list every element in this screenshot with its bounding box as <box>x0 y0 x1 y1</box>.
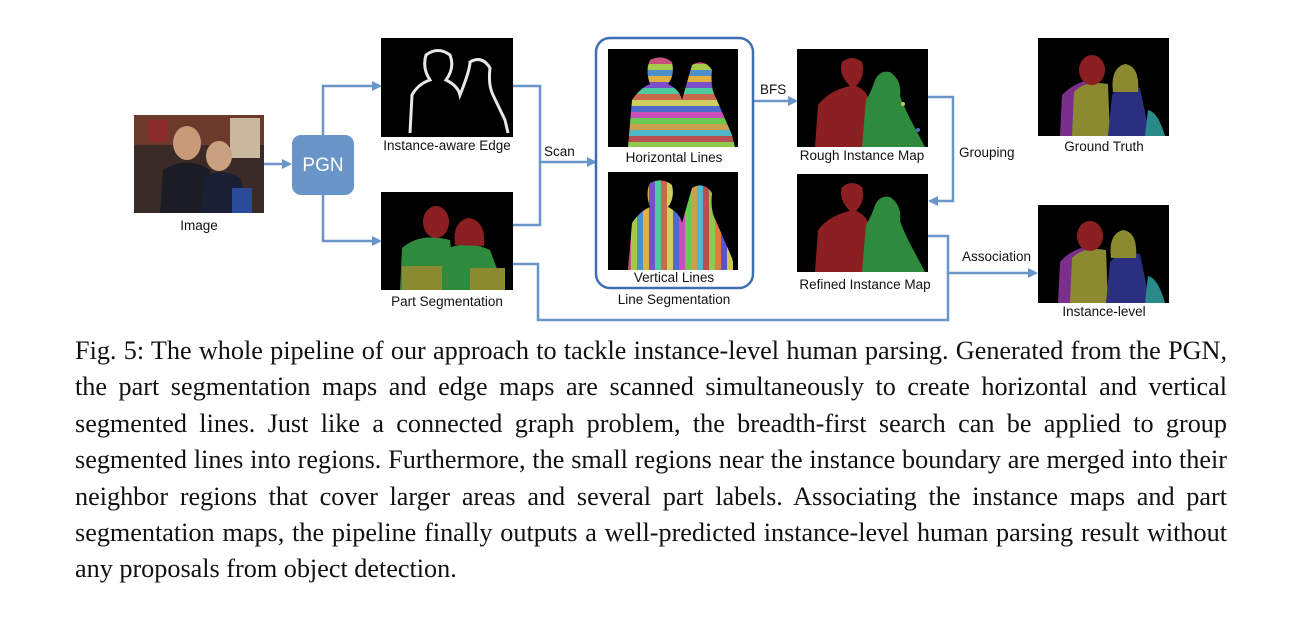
pgn-node: PGN <box>292 135 354 195</box>
grouping-label: Grouping <box>959 145 1015 160</box>
instance-level-map <box>1038 205 1169 303</box>
figure-caption: Fig. 5: The whole pipeline of our approa… <box>75 333 1227 588</box>
line-seg-label: Line Segmentation <box>618 292 731 307</box>
vertical-lines-map <box>608 172 738 270</box>
caption-label: Fig. 5: <box>75 336 145 365</box>
image-label: Image <box>180 218 218 233</box>
input-image <box>134 115 264 213</box>
part-seg-label: Part Segmentation <box>391 294 503 309</box>
instance-edge-label: Instance-aware Edge <box>383 138 511 153</box>
ground-truth-label: Ground Truth <box>1064 139 1144 154</box>
horizontal-lines-label: Horizontal Lines <box>626 150 723 165</box>
refined-label: Refined Instance Map <box>799 277 930 292</box>
pipeline-arrows <box>264 81 1038 322</box>
association-label: Association <box>962 249 1031 264</box>
line-segmentation-box <box>594 36 755 290</box>
part-segmentation-map <box>381 192 513 290</box>
ground-truth-map <box>1038 38 1169 136</box>
instance-level-label: Instance-level <box>1062 304 1145 319</box>
scan-label: Scan <box>544 144 575 159</box>
bfs-label: BFS <box>760 82 786 97</box>
pgn-label: PGN <box>302 155 343 176</box>
rough-instance-map <box>797 49 928 147</box>
horizontal-lines-map <box>608 49 738 147</box>
instance-edge-map <box>381 38 513 137</box>
refined-instance-map <box>797 174 928 272</box>
rough-label: Rough Instance Map <box>800 148 925 163</box>
caption-text: The whole pipeline of our approach to ta… <box>75 336 1227 584</box>
vertical-lines-label: Vertical Lines <box>634 270 715 285</box>
